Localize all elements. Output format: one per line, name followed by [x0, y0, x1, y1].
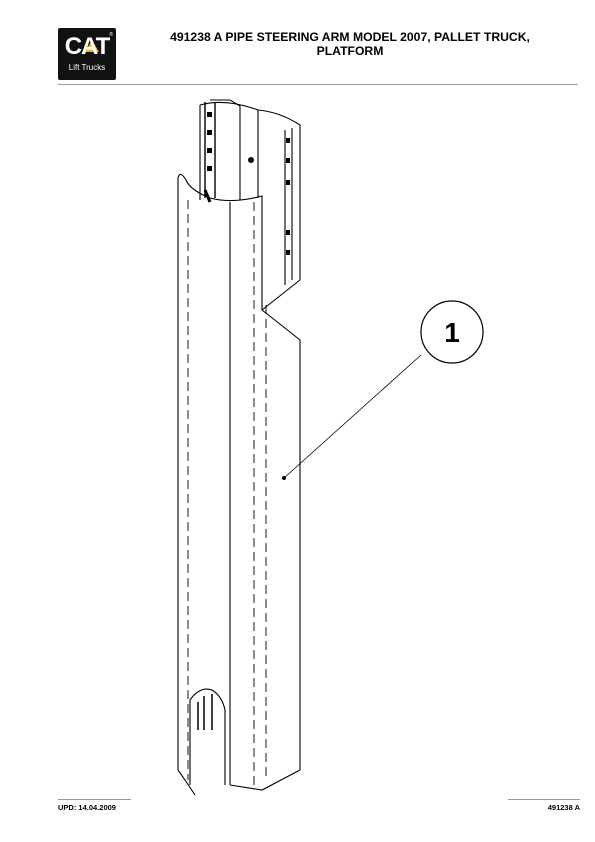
pipe-outline: [177, 99, 301, 796]
footer-part-number: 491238 A: [547, 803, 580, 812]
callout-leader-line: [283, 354, 422, 479]
steering-arm-pipe-drawing: 1: [177, 99, 484, 796]
logo-brand: CAT: [64, 33, 111, 60]
hidden-lines: [187, 200, 267, 785]
footer-divider-right: [508, 799, 580, 800]
title-line-2: PLATFORM: [316, 44, 384, 58]
document-title: 491238 A PIPE STEERING ARM MODEL 2007, P…: [130, 30, 570, 58]
title-line-1: 491238 A PIPE STEERING ARM MODEL 2007, P…: [170, 30, 530, 44]
cat-triangle-icon: [85, 40, 99, 52]
cat-lift-trucks-logo: CAT ® Lift Trucks: [58, 28, 116, 80]
callout-anchor-dot: [282, 476, 286, 480]
update-date: UPD: 14.04.2009: [58, 803, 116, 812]
callout-circle: [420, 300, 484, 364]
callout-number-1: 1: [444, 317, 460, 348]
rivet-holes: [207, 112, 290, 255]
logo-registered-mark: ®: [109, 32, 113, 38]
header-divider: [58, 84, 578, 85]
logo-subtitle: Lift Trucks: [68, 63, 106, 72]
footer-divider-left: [58, 799, 131, 800]
